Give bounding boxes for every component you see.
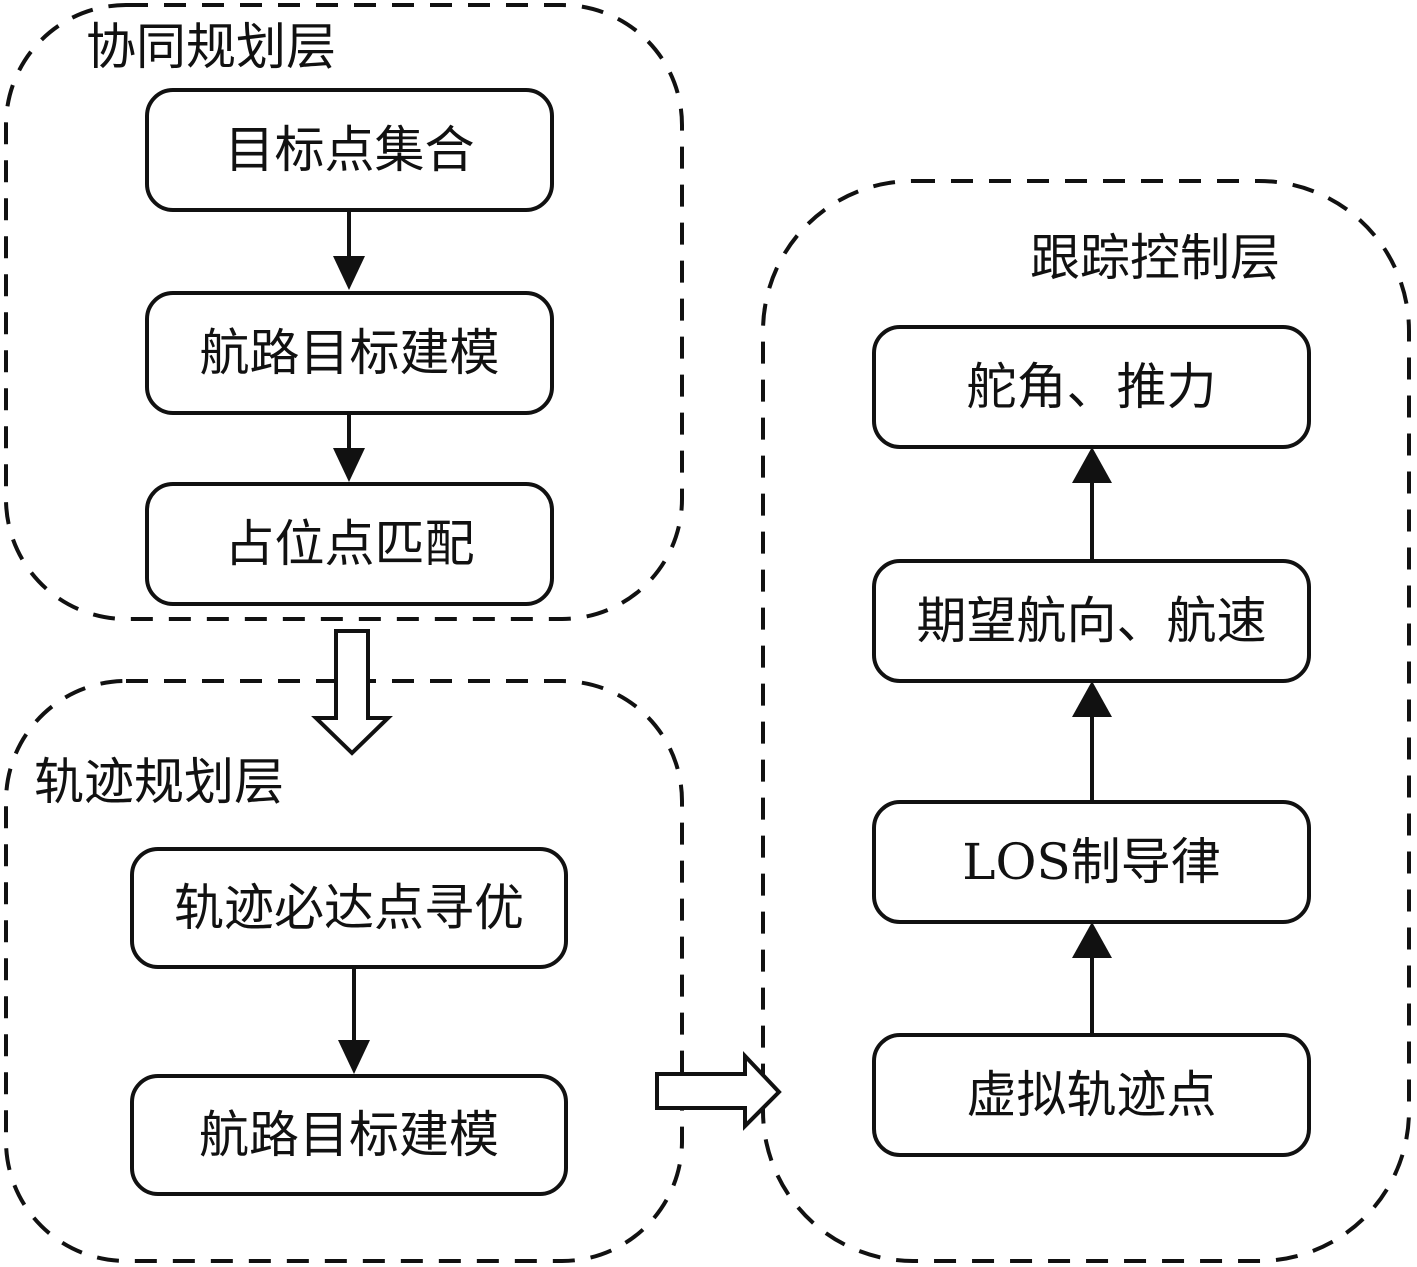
arrow-desired-to-rudder (1072, 447, 1112, 561)
layer-container-trajectory (4, 679, 684, 1263)
box-label-target-point-set: 目标点集合 (224, 121, 475, 179)
layer-container-tracking (761, 179, 1411, 1263)
layer-title-cooperative: 协同规划层 (86, 18, 336, 76)
arrow-route-to-occupancy (333, 413, 365, 482)
box-label-los-guidance: LOS制导律 (962, 833, 1221, 891)
box-route-target-modeling-2 (130, 1074, 568, 1196)
arrow-target-to-route (333, 210, 365, 290)
box-label-occupancy-point-matching: 占位点匹配 (224, 515, 475, 573)
hollow-arrow-down (311, 629, 393, 756)
arrow-virtual-to-los (1072, 922, 1112, 1035)
box-label-route-target-modeling-1: 航路目标建模 (199, 324, 500, 382)
layer-container-cooperative (4, 3, 684, 621)
box-label-rudder-thrust: 舵角、推力 (966, 358, 1217, 416)
box-label-trajectory-point-optimization: 轨迹必达点寻优 (174, 879, 524, 937)
box-trajectory-point-optimization (130, 847, 568, 969)
box-rudder-thrust (872, 325, 1311, 449)
box-label-route-target-modeling-2: 航路目标建模 (199, 1106, 499, 1164)
box-occupancy-point-matching (145, 482, 554, 606)
layer-title-trajectory: 轨迹规划层 (34, 753, 284, 811)
arrow-optimization-to-route (338, 967, 370, 1074)
box-label-desired-heading-speed: 期望航向、航速 (916, 592, 1267, 650)
hollow-arrow-right (655, 1050, 782, 1131)
arrow-los-to-desired (1072, 681, 1112, 802)
box-label-virtual-trajectory-point: 虚拟轨迹点 (966, 1066, 1217, 1124)
layer-title-tracking: 跟踪控制层 (1030, 229, 1280, 287)
